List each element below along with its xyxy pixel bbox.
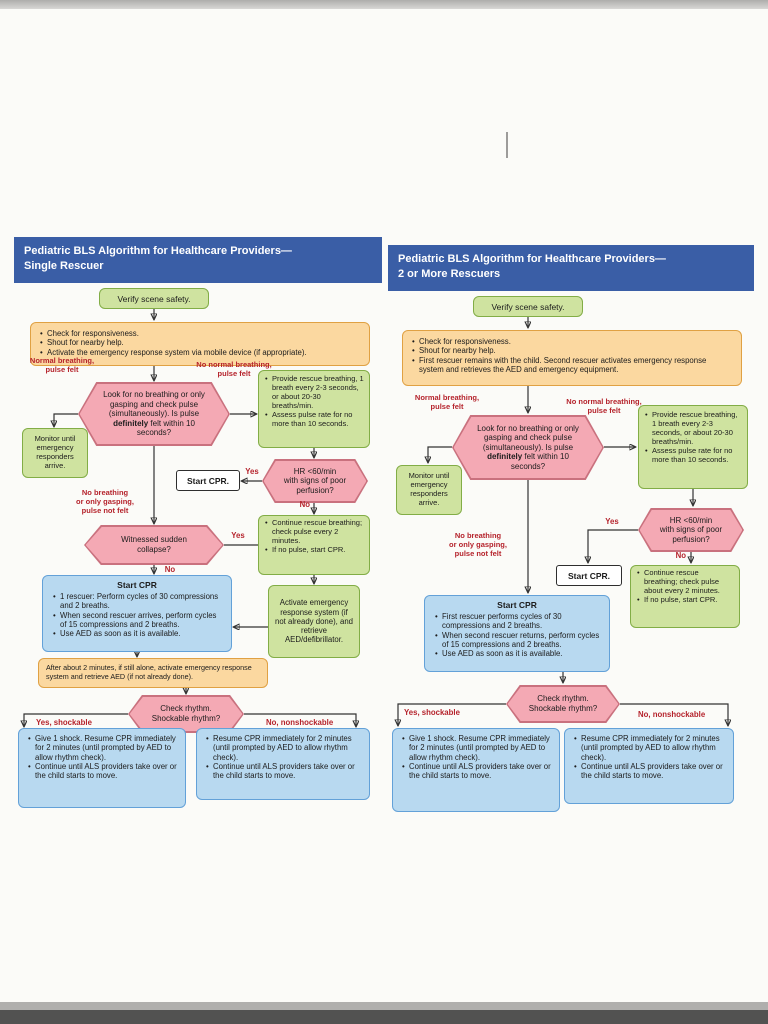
continue-rescue-items: Continue rescue breathing; check pulse e…	[264, 518, 364, 555]
panel-header-single: Pediatric BLS Algorithm for Healthcare P…	[14, 237, 382, 283]
start-cpr-main-title: Start CPR	[117, 580, 157, 590]
start-cpr-side-box: Start CPR.	[556, 565, 622, 586]
decision-check-rhythm-text: Check rhythm. Shockable rhythm?	[151, 704, 221, 723]
label-no-hr: No	[675, 551, 686, 560]
verify-scene-text: Verify scene safety.	[491, 301, 565, 312]
decision-heart-rate-shape	[638, 508, 744, 552]
label-no-nonshockable: No, nonshockable	[266, 718, 334, 727]
nonshockable-actions-box: Resume CPR immediately for 2 minutes (un…	[196, 728, 370, 800]
decision-heart-rate: HR <60/min with signs of poor perfusion?	[262, 459, 368, 503]
scan-edge-bottom-dark	[0, 1010, 768, 1024]
decision-pulse-check-text: Look for no breathing or only gasping an…	[103, 390, 205, 438]
scan-artifact-line	[506, 132, 508, 158]
continue-rescue-box: Continue rescue breathing; check pulse a…	[630, 565, 740, 628]
label-yes-witnessed: Yes	[231, 531, 245, 540]
decision-heart-rate-shape	[262, 459, 368, 503]
decision-check-rhythm-shape	[128, 695, 244, 733]
decision-witnessed-collapse-text: Witnessed sudden collapse?	[121, 535, 187, 554]
rescue-breathing-box: Provide rescue breathing, 1 breath every…	[638, 405, 748, 489]
start-cpr-side-box: Start CPR.	[176, 470, 240, 491]
decision-heart-rate: HR <60/min with signs of poor perfusion?	[638, 508, 744, 552]
flow-connectors-two	[388, 317, 754, 820]
label-yes-shockable: Yes, shockable	[36, 718, 92, 727]
label-yes-hr: Yes	[245, 467, 259, 476]
nonshockable-actions-items: Resume CPR immediately for 2 minutes (un…	[573, 734, 725, 780]
start-cpr-main-box: Start CPR First rescuer performs cycles …	[424, 595, 610, 672]
label-no-normal-breathing: No normal breathing, pulse felt	[196, 360, 272, 378]
verify-scene-box: Verify scene safety.	[473, 296, 583, 317]
assessment-items: Check for responsiveness.Shout for nearb…	[411, 337, 733, 374]
continue-rescue-items: Continue rescue breathing; check pulse a…	[636, 568, 734, 605]
start-cpr-main-items: First rescuer performs cycles of 30 comp…	[434, 612, 600, 659]
label-no-nonshockable: No, nonshockable	[638, 710, 706, 719]
after-2-minutes-box: After about 2 minutes, if still alone, a…	[38, 658, 268, 688]
nonshockable-actions-box: Resume CPR immediately for 2 minutes (un…	[564, 728, 734, 804]
verify-scene-box: Verify scene safety.	[99, 288, 209, 309]
panel-title-line2: 2 or More Rescuers	[398, 267, 501, 280]
shockable-actions-box: Give 1 shock. Resume CPR immediately for…	[392, 728, 560, 812]
panel-single-rescuer: Pediatric BLS Algorithm for Healthcare P…	[14, 237, 382, 820]
monitor-text: Monitor until emergency responders arriv…	[34, 434, 76, 470]
assessment-box: Check for responsiveness.Shout for nearb…	[402, 330, 742, 386]
label-normal-breathing: Normal breathing, pulse felt	[29, 356, 95, 374]
start-cpr-main-box: Start CPR 1 rescuer: Perform cycles of 3…	[42, 575, 232, 652]
label-no-normal-breathing: No normal breathing, pulse felt	[566, 397, 642, 415]
decision-check-rhythm-text: Check rhythm. Shockable rhythm?	[528, 694, 598, 713]
decision-check-rhythm: Check rhythm. Shockable rhythm?	[506, 685, 620, 723]
decision-pulse-check: Look for no breathing or only gasping an…	[78, 382, 230, 446]
start-cpr-side-text: Start CPR.	[186, 475, 230, 486]
scan-edge-top	[0, 0, 768, 9]
assessment-box: Check for responsiveness.Shout for nearb…	[30, 322, 370, 366]
decision-pulse-check: Look for no breathing or only gasping an…	[452, 415, 604, 480]
decision-heart-rate-text: HR <60/min with signs of poor perfusion?	[283, 466, 347, 495]
decision-witnessed-collapse-shape	[84, 525, 224, 565]
shockable-actions-items: Give 1 shock. Resume CPR immediately for…	[401, 734, 551, 780]
rescue-breathing-box: Provide rescue breathing, 1 breath every…	[258, 370, 370, 448]
shockable-actions-box: Give 1 shock. Resume CPR immediately for…	[18, 728, 186, 808]
rescue-breathing-items: Provide rescue breathing, 1 breath every…	[264, 374, 364, 428]
panel-title-line1: Pediatric BLS Algorithm for Healthcare P…	[398, 253, 666, 265]
panel-title-line2: Single Rescuer	[24, 259, 104, 272]
start-cpr-main-items: 1 rescuer: Perform cycles of 30 compress…	[52, 592, 222, 639]
label-normal-breathing: Normal breathing, pulse felt	[414, 393, 480, 411]
shockable-actions-items: Give 1 shock. Resume CPR immediately for…	[27, 734, 177, 780]
decision-pulse-check-shape	[452, 415, 604, 480]
monitor-text: Monitor until emergency responders arriv…	[408, 471, 450, 507]
panel-title-line1: Pediatric BLS Algorithm for Healthcare P…	[24, 245, 292, 257]
decision-check-rhythm: Check rhythm. Shockable rhythm?	[128, 695, 244, 733]
verify-scene-text: Verify scene safety.	[117, 293, 191, 304]
panel-header-two: Pediatric BLS Algorithm for Healthcare P…	[388, 245, 754, 291]
activate-ers-box: Activate emergency response system (if n…	[268, 585, 360, 658]
continue-rescue-box: Continue rescue breathing; check pulse e…	[258, 515, 370, 575]
label-no-breathing-no-pulse: No breathing or only gasping, pulse not …	[449, 531, 507, 558]
label-no-hr: No	[299, 500, 310, 509]
monitor-box: Monitor until emergency responders arriv…	[22, 428, 88, 478]
decision-witnessed-collapse: Witnessed sudden collapse?	[84, 525, 224, 565]
label-no-witnessed: No	[164, 565, 176, 574]
decision-check-rhythm-shape	[506, 685, 620, 723]
label-no-breathing-no-pulse: No breathing or only gasping, pulse not …	[76, 488, 134, 515]
nonshockable-actions-items: Resume CPR immediately for 2 minutes (un…	[205, 734, 361, 780]
activate-ers-text: Activate emergency response system (if n…	[274, 598, 354, 645]
assessment-items: Check for responsiveness.Shout for nearb…	[39, 329, 361, 357]
label-yes-shockable: Yes, shockable	[404, 708, 460, 717]
start-cpr-side-text: Start CPR.	[567, 570, 611, 581]
decision-heart-rate-text: HR <60/min with signs of poor perfusion?	[659, 515, 723, 544]
label-yes-hr: Yes	[605, 517, 619, 526]
decision-pulse-check-text: Look for no breathing or only gasping an…	[477, 423, 579, 471]
monitor-box: Monitor until emergency responders arriv…	[396, 465, 462, 515]
scan-edge-bottom-light	[0, 1002, 768, 1010]
rescue-breathing-items: Provide rescue breathing, 1 breath every…	[644, 410, 742, 464]
decision-pulse-check-shape	[78, 382, 230, 446]
start-cpr-main-title: Start CPR	[497, 600, 537, 610]
panel-two-rescuers: Pediatric BLS Algorithm for Healthcare P…	[388, 245, 754, 820]
